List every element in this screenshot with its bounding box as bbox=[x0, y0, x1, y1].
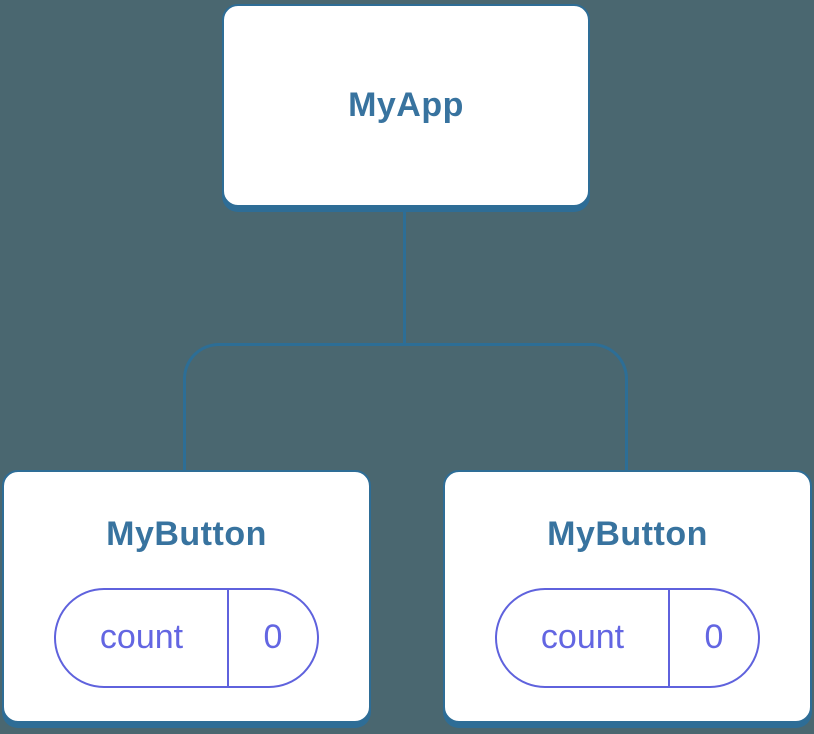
state-pill-right: count 0 bbox=[495, 587, 760, 688]
state-pill-left: count 0 bbox=[54, 587, 319, 688]
connector-bracket bbox=[183, 343, 628, 470]
node-mybutton-left-label: MyButton bbox=[106, 515, 267, 553]
state-key-label: count bbox=[56, 589, 229, 686]
node-mybutton-right: MyButton count 0 bbox=[443, 470, 812, 723]
node-mybutton-right-label: MyButton bbox=[547, 515, 708, 553]
node-myapp-label: MyApp bbox=[348, 86, 464, 125]
node-myapp: MyApp bbox=[222, 4, 590, 207]
connector-vertical-line bbox=[403, 210, 406, 344]
state-value: 0 bbox=[263, 618, 283, 657]
node-mybutton-left: MyButton count 0 bbox=[2, 470, 371, 723]
state-value: 0 bbox=[704, 618, 724, 657]
state-key-label: count bbox=[497, 589, 670, 686]
